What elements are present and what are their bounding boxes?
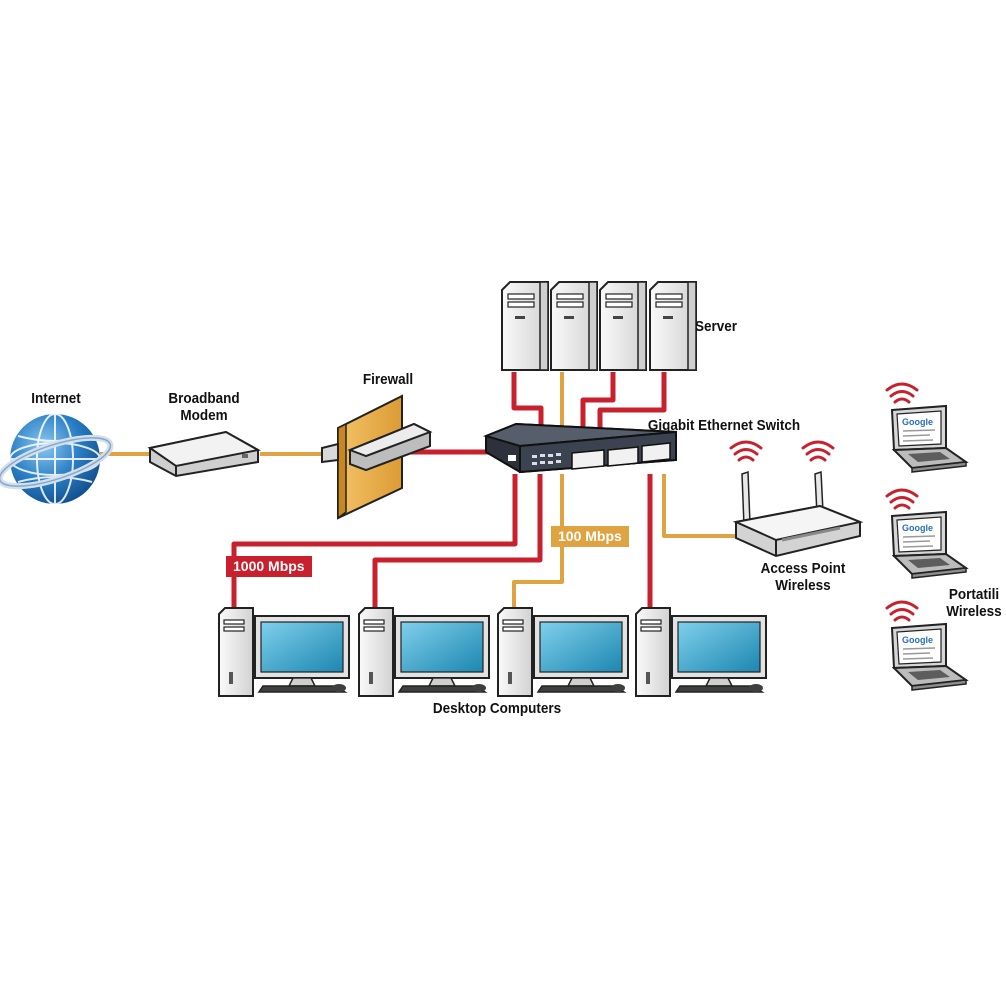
link-switch-server1	[511, 372, 544, 432]
wifi-signal-icon	[729, 440, 763, 462]
laptops-label-line2: Wireless	[946, 603, 1002, 620]
server-label: Server	[695, 318, 738, 335]
access-point-label-line1: Access Point	[760, 560, 846, 577]
broadband-modem-label-line2: Modem	[180, 407, 228, 424]
access-point-label-line2: Wireless	[775, 577, 831, 594]
server-icon	[501, 281, 549, 371]
access-point-icon	[729, 440, 864, 558]
server-icon	[649, 281, 697, 371]
firewall-label: Firewall	[362, 371, 414, 388]
firewall-icon	[321, 394, 433, 520]
desktop-computer-icon	[218, 607, 350, 697]
link-switch-desktop2	[372, 474, 543, 612]
link-switch-server3	[580, 372, 616, 432]
laptops-label: Portatili Wireless	[942, 586, 1006, 620]
screen-logo: Google	[902, 635, 933, 645]
wifi-signal-icon	[801, 440, 835, 462]
switch-label: Gigabit Ethernet Switch	[647, 417, 801, 434]
desktop-computer-icon	[358, 607, 490, 697]
screen-logo: Google	[902, 523, 933, 533]
desktop-computer-icon	[635, 607, 767, 697]
server-icon	[599, 281, 647, 371]
laptop-icon: Google	[885, 600, 969, 691]
desktop-computer-icon	[497, 607, 629, 697]
server-icon	[550, 281, 598, 371]
link-switch-accesspoint	[662, 474, 740, 538]
gigabit-speed-badge: 1000 Mbps	[226, 556, 312, 577]
laptops-label-line1: Portatili	[948, 586, 1000, 603]
screen-logo: Google	[902, 417, 933, 427]
broadband-modem-icon	[147, 430, 261, 478]
fast-ethernet-speed-badge: 100 Mbps	[551, 526, 629, 547]
internet-label: Internet	[31, 390, 81, 407]
broadband-modem-label-line1: Broadband	[168, 390, 240, 407]
link-switch-desktop1	[231, 474, 518, 612]
server-rack	[501, 281, 697, 371]
link-switch-server4	[597, 372, 667, 432]
broadband-modem-label: Broadband Modem	[159, 390, 249, 424]
internet-globe-icon	[0, 413, 114, 505]
gigabit-switch-icon	[482, 422, 677, 474]
access-point-label: Access Point Wireless	[750, 560, 856, 594]
laptop-icon: Google	[885, 488, 969, 579]
laptop-icon: Google	[885, 382, 969, 473]
desktop-computers-label: Desktop Computers	[432, 700, 562, 717]
